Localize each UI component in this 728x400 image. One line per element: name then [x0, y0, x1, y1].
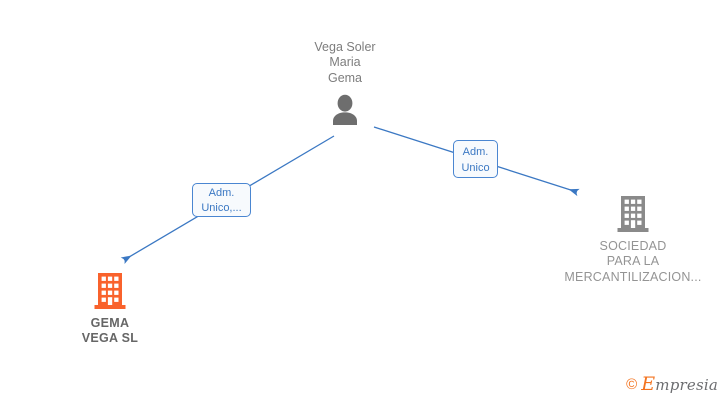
person-label-line-2: Maria — [329, 55, 361, 70]
company-label-line-2: PARA LA — [606, 254, 660, 269]
edge-label-line-2: Unico,... — [201, 202, 242, 214]
company-label-line-2: VEGA SL — [81, 331, 139, 346]
graph-node-person[interactable]: Vega Soler Maria Gema — [287, 40, 403, 126]
edge-label-line-2: Unico — [461, 162, 490, 174]
company-label-line-1: SOCIEDAD — [599, 239, 667, 253]
empresia-watermark: © Empresia — [626, 375, 718, 394]
graph-node-sociedad-mercantilizacion[interactable]: SOCIEDAD PARA LA MERCANTILIZACION... — [553, 195, 713, 285]
brand-initial: E — [641, 373, 656, 395]
edge-label-line-1: Adm. — [462, 146, 489, 158]
building-icon — [94, 273, 126, 309]
graph-node-gema-vega-sl[interactable]: GEMA VEGA SL — [30, 272, 190, 347]
building-icon — [617, 196, 649, 232]
edge-label-person-to-sociedad[interactable]: Adm. Unico — [453, 140, 498, 178]
edge-label-person-to-gema[interactable]: Adm. Unico,... — [192, 183, 251, 217]
brand-name: Empresia — [641, 375, 718, 394]
brand-rest: mpresia — [655, 376, 718, 394]
edge-label-line-1: Adm. — [208, 187, 235, 199]
person-label-line-1: Vega Soler — [314, 40, 376, 54]
company-label-line-3: MERCANTILIZACION... — [564, 269, 702, 284]
copyright-icon: © — [626, 376, 638, 393]
person-icon — [333, 94, 357, 125]
person-label-line-3: Gema — [327, 70, 363, 85]
company-label-line-1: GEMA — [90, 316, 130, 330]
